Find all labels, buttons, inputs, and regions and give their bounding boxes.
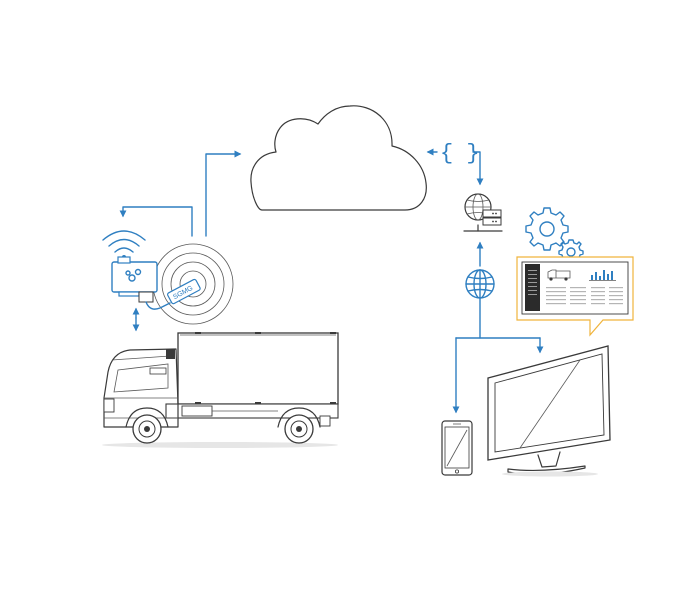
server-globe-icon <box>463 193 503 232</box>
dashboard-icon <box>521 261 629 315</box>
connector-globe-to-devices <box>452 297 544 414</box>
monitor-icon <box>487 345 611 477</box>
dashboard-callout <box>516 256 634 337</box>
wifi-icon <box>102 230 146 259</box>
globe-icon <box>465 269 495 299</box>
sensor-tag: SGMG <box>167 278 201 305</box>
cloud-icon <box>250 105 427 211</box>
curly-braces-icon: { } <box>426 141 484 186</box>
phone-icon <box>441 420 473 476</box>
gear-icon <box>525 207 569 251</box>
truck-icon <box>102 332 339 448</box>
api-braces-label: { } <box>440 141 480 166</box>
gateway-device-icon <box>111 256 171 310</box>
connector-truck-to-cloud <box>119 150 242 237</box>
